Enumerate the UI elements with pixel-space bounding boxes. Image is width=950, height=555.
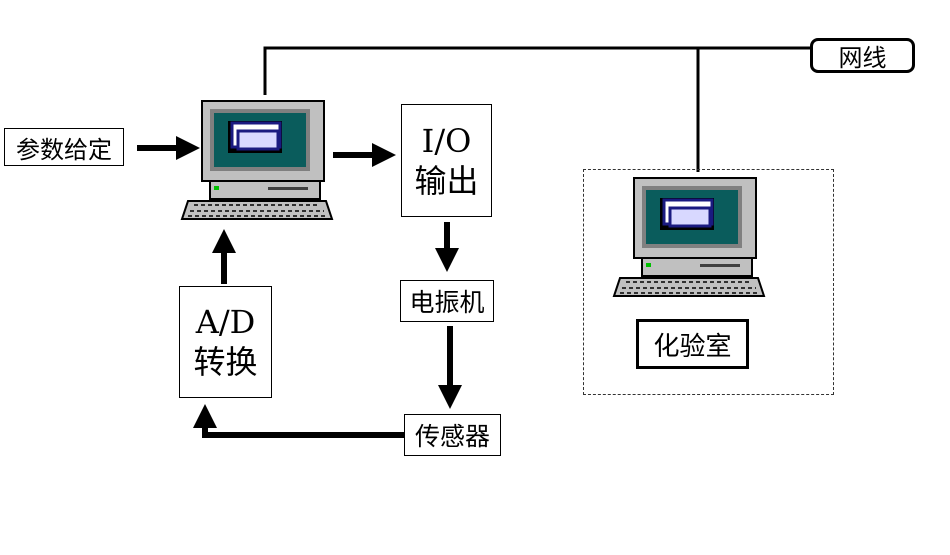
computer-icon <box>180 100 334 220</box>
motor-box: 电振机 <box>400 280 494 322</box>
ad-converter-box: A/D 转换 <box>179 286 272 398</box>
io-label-line1: I/O <box>421 121 472 160</box>
network-label: 网线 <box>838 44 887 72</box>
sensor-label: 传感器 <box>414 422 490 451</box>
ad-label-line1: A/D <box>195 303 256 341</box>
param-set-label: 参数给定 <box>16 135 112 164</box>
lab-label: 化验室 <box>653 331 732 362</box>
network-line <box>263 46 812 95</box>
lab-box: 化验室 <box>636 319 749 369</box>
arrow-sensor-to-ad <box>193 404 404 438</box>
lab-computer-icon <box>612 177 766 297</box>
motor-label: 电振机 <box>409 288 485 317</box>
sensor-box: 传感器 <box>404 414 501 456</box>
param-set-box: 参数给定 <box>4 128 124 166</box>
io-output-box: I/O 输出 <box>401 104 492 217</box>
ad-label-line2: 转换 <box>193 343 258 381</box>
io-label-line2: 输出 <box>414 161 479 200</box>
lab-enclosure <box>583 169 834 395</box>
network-label-box: 网线 <box>810 38 915 73</box>
